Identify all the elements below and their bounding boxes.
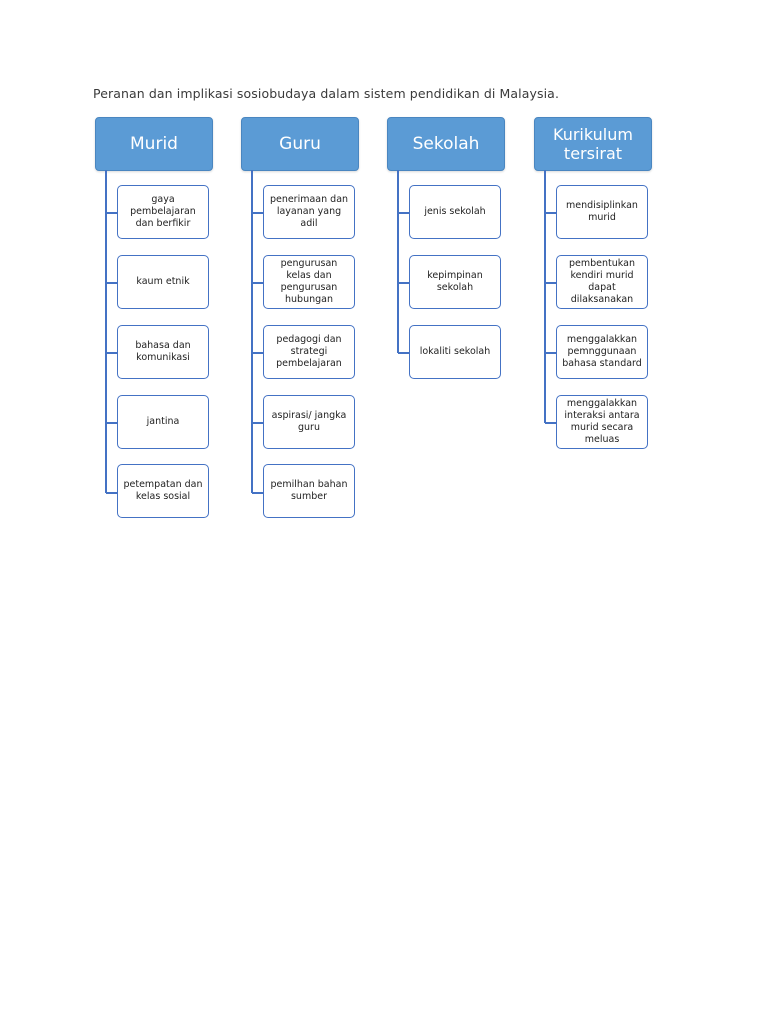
item-box: pembentukan kendiri murid dapat dilaksan… xyxy=(556,255,648,309)
connector-tick xyxy=(545,212,557,214)
column-header-kurikulum-tersirat: Kurikulum tersirat xyxy=(534,117,652,171)
item-box: kaum etnik xyxy=(117,255,209,309)
item-box: bahasa dan komunikasi xyxy=(117,325,209,379)
connector-tick xyxy=(398,212,410,214)
connector-tick xyxy=(106,492,118,494)
connector-tick xyxy=(398,282,410,284)
item-box: pedagogi dan strategi pembelajaran xyxy=(263,325,355,379)
item-box: aspirasi/ jangka guru xyxy=(263,395,355,449)
connector-tick xyxy=(545,282,557,284)
item-box: jenis sekolah xyxy=(409,185,501,239)
connector-tick xyxy=(106,352,118,354)
connector-tick xyxy=(252,492,264,494)
item-box: pemilhan bahan sumber xyxy=(263,464,355,518)
item-box: lokaliti sekolah xyxy=(409,325,501,379)
item-box: mendisiplinkan murid xyxy=(556,185,648,239)
item-box: gaya pembelajaran dan berfikir xyxy=(117,185,209,239)
diagram-title: Peranan dan implikasi sosiobudaya dalam … xyxy=(93,86,560,101)
item-box: menggalakkan pemnggunaan bahasa standard xyxy=(556,325,648,379)
connector-stem xyxy=(105,170,107,493)
connector-tick xyxy=(398,352,410,354)
item-box: pengurusan kelas dan pengurusan hubungan xyxy=(263,255,355,309)
connector-tick xyxy=(252,282,264,284)
connector-tick xyxy=(545,422,557,424)
connector-tick xyxy=(252,212,264,214)
connector-tick xyxy=(252,422,264,424)
connector-stem xyxy=(397,170,399,353)
item-box: jantina xyxy=(117,395,209,449)
connector-stem xyxy=(544,170,546,423)
connector-tick xyxy=(545,352,557,354)
connector-tick xyxy=(106,282,118,284)
connector-tick xyxy=(106,212,118,214)
connector-tick xyxy=(252,352,264,354)
connector-tick xyxy=(106,422,118,424)
column-header-murid: Murid xyxy=(95,117,213,171)
column-header-guru: Guru xyxy=(241,117,359,171)
item-box: menggalakkan interaksi antara murid seca… xyxy=(556,395,648,449)
item-box: kepimpinan sekolah xyxy=(409,255,501,309)
column-header-sekolah: Sekolah xyxy=(387,117,505,171)
connector-stem xyxy=(251,170,253,493)
item-box: penerimaan dan layanan yang adil xyxy=(263,185,355,239)
item-box: petempatan dan kelas sosial xyxy=(117,464,209,518)
